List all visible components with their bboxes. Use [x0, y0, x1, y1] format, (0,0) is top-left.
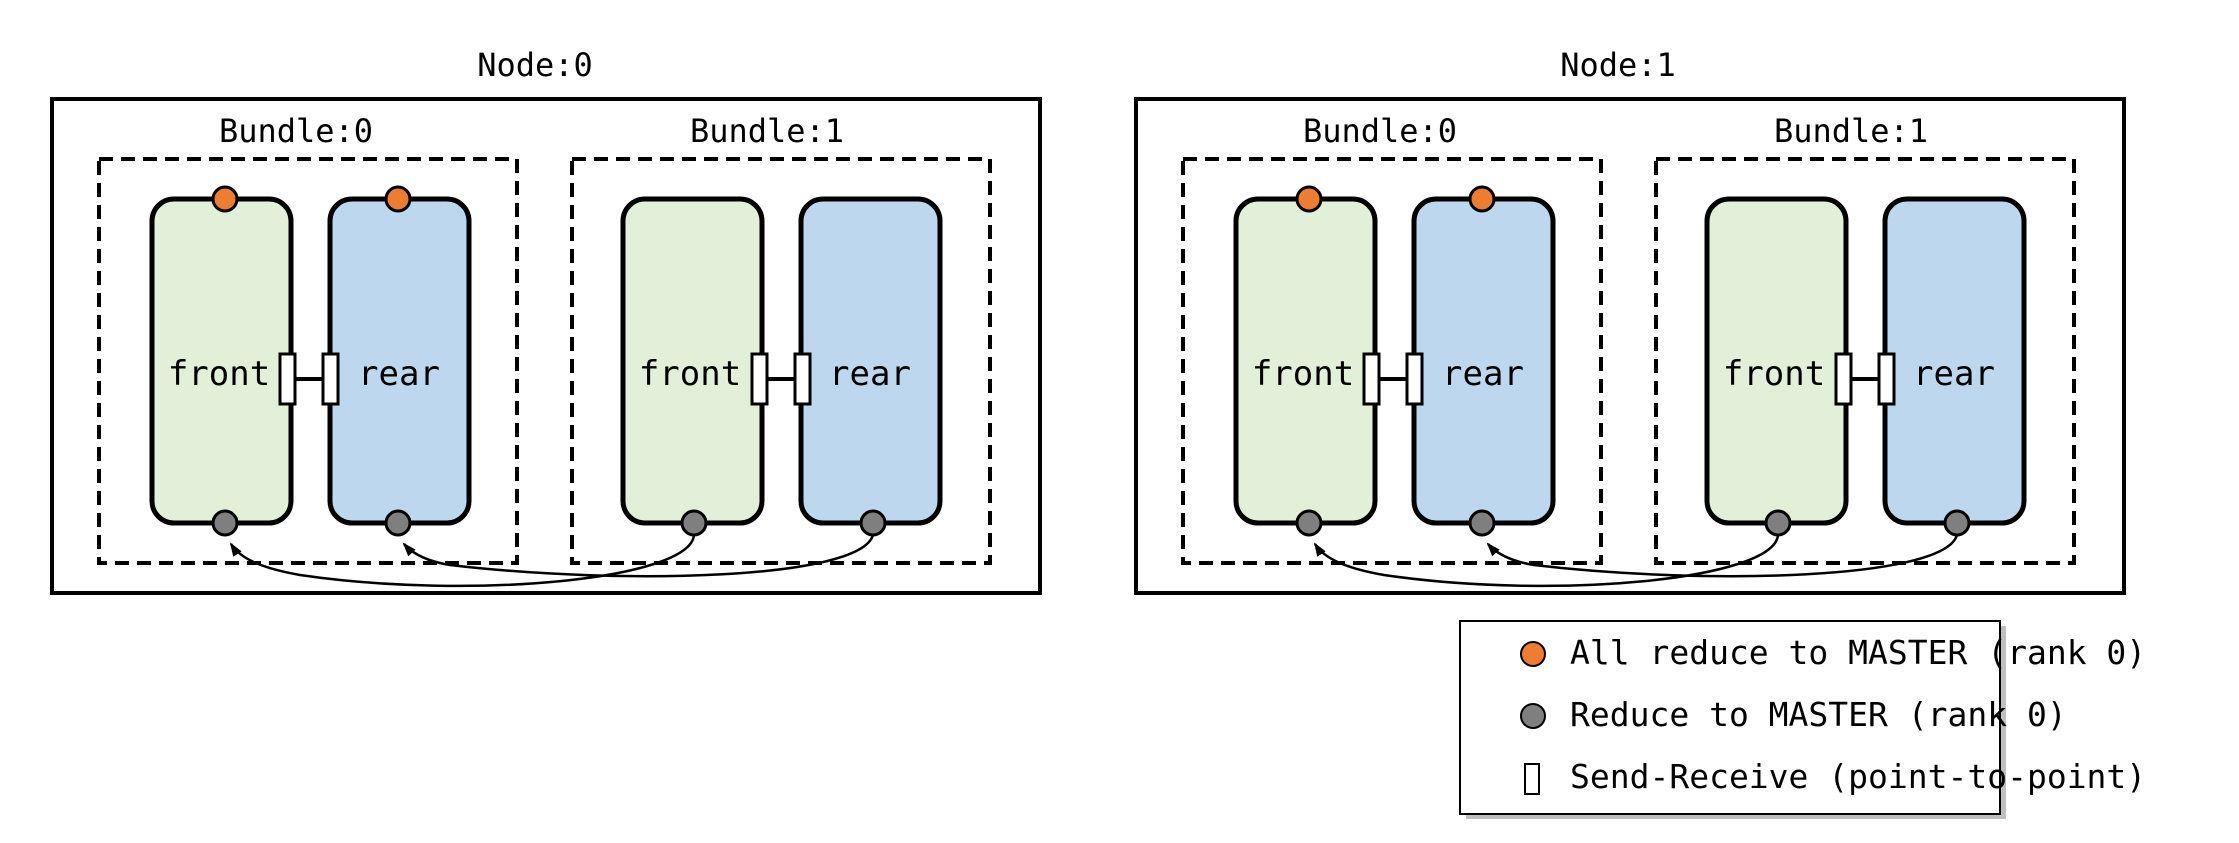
node-1: Node:1 Bundle:0 front rear Bundle:1 fron… — [1134, 46, 2126, 595]
reduce-dot-icon — [1295, 509, 1323, 537]
node-frame — [1134, 97, 2126, 595]
reduce-dot-icon — [384, 509, 412, 537]
reduce-dot-icon — [859, 509, 887, 537]
reduce-dot-icon — [1468, 509, 1496, 537]
gpu-label-front: front — [1252, 354, 1354, 394]
gpu-label-rear: rear — [1442, 354, 1524, 394]
gpu-label-rear: rear — [1913, 354, 1995, 394]
reduce-dot-icon — [680, 509, 708, 537]
gpu-label-front: front — [168, 354, 270, 394]
reduce-arrow — [1313, 534, 1780, 588]
reduce-dot-icon — [1943, 509, 1971, 537]
bundle-frame — [1654, 157, 2076, 565]
gray-dot-icon — [1520, 703, 1546, 729]
reduce-dot-icon — [211, 509, 239, 537]
node-frame — [50, 97, 1042, 595]
orange-dot-icon — [1520, 641, 1546, 667]
bundle-frame — [1181, 157, 1603, 565]
allreduce-dot-icon — [211, 185, 239, 213]
bundle-title: Bundle:1 — [690, 112, 844, 150]
legend-label-send-receive: Send-Receive (point-to-point) — [1570, 757, 2146, 796]
allreduce-dot-icon — [1295, 185, 1323, 213]
send-receive-port-icon — [1524, 763, 1540, 795]
allreduce-dot-icon — [384, 185, 412, 213]
node-0: Node:0 Bundle:0 front rear Bundle:1 fron… — [50, 46, 1042, 595]
reduce-arrow — [1486, 534, 1959, 578]
bundle-1: Bundle:1 front rear — [570, 112, 992, 565]
send-receive-port-icon — [1405, 352, 1424, 406]
allreduce-dot-icon — [1468, 185, 1496, 213]
reduce-arrow — [229, 534, 696, 588]
legend-label-allreduce: All reduce to MASTER (rank 0) — [1570, 633, 2146, 672]
reduce-dot-icon — [1764, 509, 1792, 537]
send-receive-port-icon — [750, 352, 769, 406]
send-receive-port-icon — [1877, 352, 1896, 406]
bundle-title: Bundle:0 — [1303, 112, 1457, 150]
bundle-title: Bundle:0 — [219, 112, 373, 150]
gpu-label-rear: rear — [358, 354, 440, 394]
reduce-arrow — [402, 534, 875, 578]
bundle-1: Bundle:1 front rear — [1654, 112, 2076, 565]
gpu-label-front: front — [639, 354, 741, 394]
send-receive-port-icon — [1362, 352, 1381, 406]
bundle-frame — [570, 157, 992, 565]
send-receive-port-icon — [1834, 352, 1853, 406]
bundle-title: Bundle:1 — [1774, 112, 1928, 150]
legend-frame — [1459, 620, 2001, 815]
send-receive-port-icon — [793, 352, 812, 406]
send-receive-port-icon — [321, 352, 340, 406]
bundle-frame — [97, 157, 519, 565]
bundle-0: Bundle:0 front rear — [1181, 112, 1603, 565]
legend-label-reduce: Reduce to MASTER (rank 0) — [1570, 695, 2067, 734]
send-receive-port-icon — [278, 352, 297, 406]
node-title: Node:1 — [1560, 46, 1676, 84]
gpu-label-rear: rear — [829, 354, 911, 394]
legend: All reduce to MASTER (rank 0) Reduce to … — [1459, 620, 2146, 819]
node-title: Node:0 — [477, 46, 593, 84]
gpu-label-front: front — [1723, 354, 1825, 394]
bundle-0: Bundle:0 front rear — [97, 112, 519, 565]
